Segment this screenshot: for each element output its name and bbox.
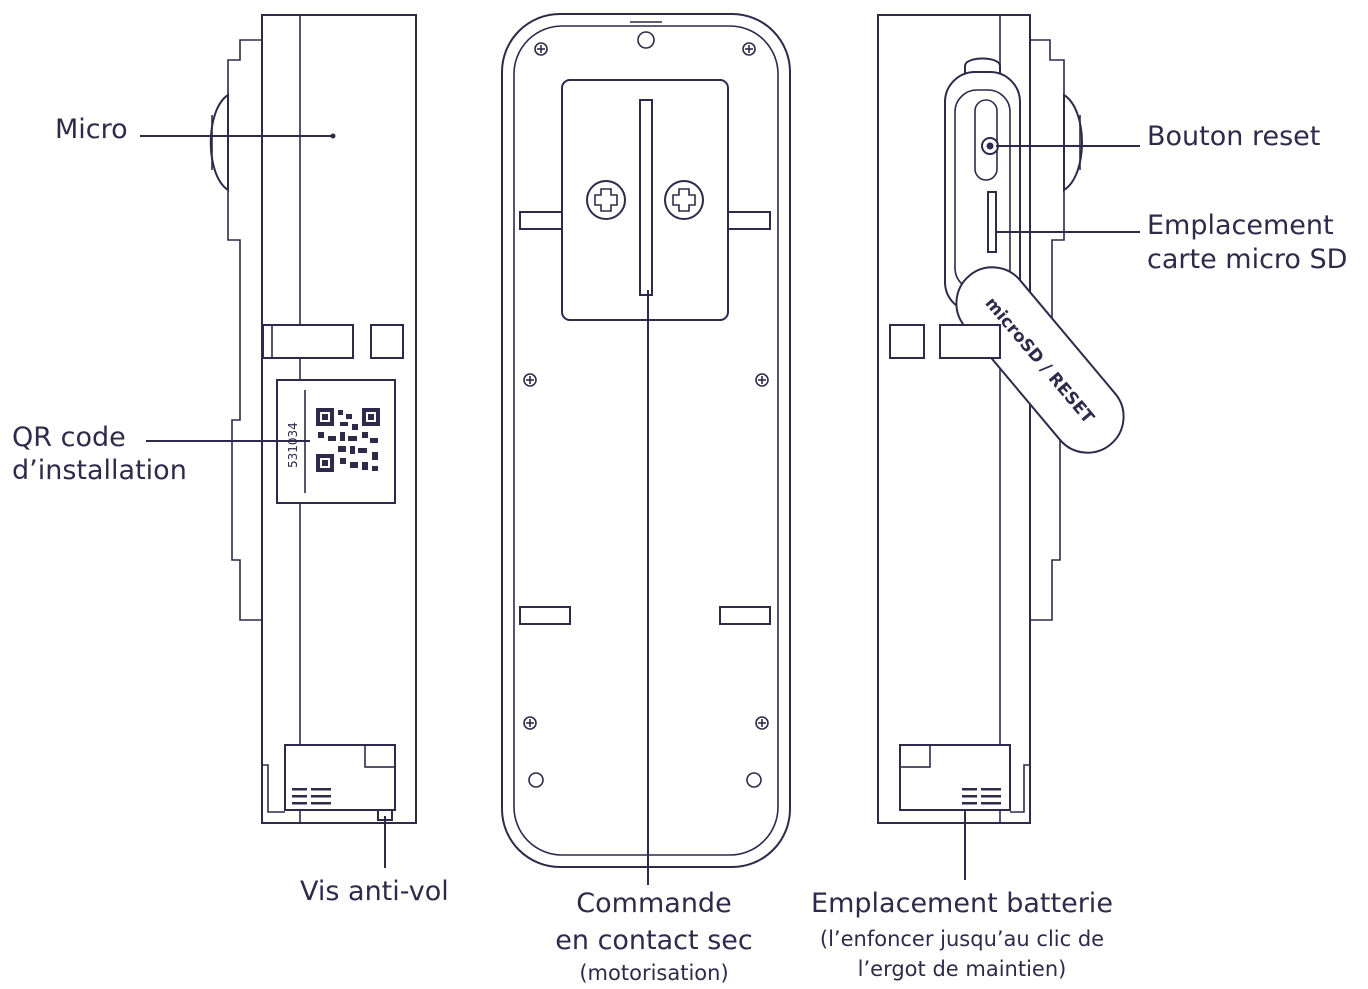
- label-dry-contact-line3: (motorisation): [579, 961, 728, 985]
- sd-slot: [987, 191, 997, 253]
- bottom-hole-right: [746, 772, 762, 788]
- leader-lines: [140, 135, 1140, 885]
- label-anti-theft-screw: Vis anti-vol: [300, 876, 449, 907]
- label-qr-line1: QR code: [12, 422, 126, 453]
- left-battery-area: [284, 744, 396, 811]
- labels: Micro QR code d’installation Vis anti-vo…: [12, 114, 1347, 985]
- label-sd-line1: Emplacement: [1147, 210, 1334, 241]
- qr-serial: 531034: [286, 422, 300, 468]
- tab-left-bottom: [519, 606, 571, 625]
- right-grip-lines: [962, 788, 1001, 805]
- label-micro: Micro: [55, 114, 128, 145]
- right-lens: [1063, 93, 1083, 192]
- left-grip-lines: [292, 788, 331, 805]
- right-slot-2: [939, 324, 1001, 359]
- qr-code-icon: [316, 408, 380, 472]
- center-channel: [639, 99, 653, 296]
- left-slot-2: [370, 324, 404, 359]
- label-battery-line3: l’ergot de maintien): [858, 957, 1067, 981]
- bottom-hole-left: [528, 772, 544, 788]
- label-sd-line2: carte micro SD: [1147, 244, 1347, 275]
- back-plate-inner: [513, 25, 779, 856]
- tab-right-top: [727, 211, 771, 230]
- left-slot-1: [262, 324, 354, 359]
- small-screw-icons: [523, 42, 769, 730]
- top-hole: [637, 31, 655, 49]
- label-dry-contact-line2: en contact sec: [555, 925, 752, 956]
- label-qr-line2: d’installation: [12, 455, 187, 486]
- label-reset-button: Bouton reset: [1147, 121, 1320, 152]
- right-battery-area: [899, 744, 1011, 811]
- right-slot-1: [889, 324, 925, 359]
- back-view: [501, 13, 791, 868]
- tab-right-bottom: [719, 606, 771, 625]
- tab-left-top: [519, 211, 563, 230]
- label-battery-line2: (l’enfoncer jusqu’au clic de: [820, 927, 1104, 951]
- label-dry-contact-line1: Commande: [576, 888, 731, 919]
- left-lens: [209, 93, 229, 192]
- label-battery-line1: Emplacement batterie: [811, 888, 1113, 919]
- screw-right-icon: [664, 180, 704, 220]
- screw-left-icon: [586, 180, 626, 220]
- right-side-view: microSD / RESET: [877, 14, 1125, 824]
